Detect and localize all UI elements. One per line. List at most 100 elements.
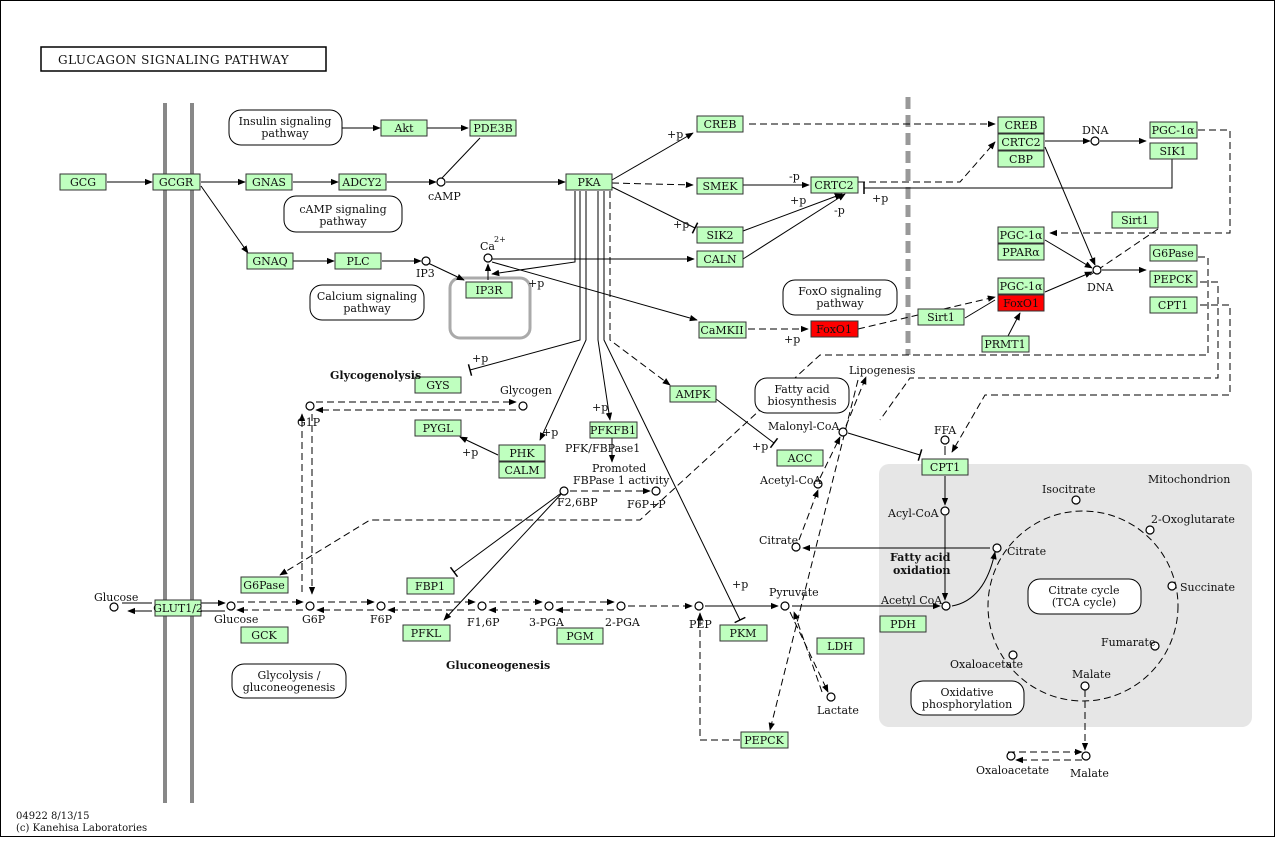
label-ip3: IP3 — [416, 267, 435, 280]
gene-fbp1[interactable]: FBP1 — [406, 577, 455, 595]
mod-ampk-acc: +p — [752, 440, 768, 453]
gene-crtc2-a[interactable]: CRTC2 — [810, 176, 859, 194]
gene-crtc2-b[interactable]: CRTC2 — [997, 133, 1045, 151]
gene-gnas[interactable]: GNAS — [245, 173, 293, 191]
gene-adcy2[interactable]: ADCY2 — [338, 173, 387, 191]
oxoglutarate-node — [1145, 525, 1155, 535]
gene-sik1[interactable]: SIK1 — [1149, 142, 1198, 160]
gene-prmt1-label: PRMT1 — [984, 338, 1025, 351]
gene-cpt1[interactable]: CPT1 — [921, 458, 969, 476]
g6p-node — [305, 601, 315, 611]
gene-creb-1[interactable]: CREB — [696, 115, 744, 133]
gene-ampk[interactable]: AMPK — [669, 385, 717, 403]
map-fatty-acid-biosynthesis[interactable]: Fatty acid biosynthesis — [754, 377, 850, 414]
label-succinate: Succinate — [1180, 581, 1235, 594]
gene-pdh[interactable]: PDH — [879, 615, 927, 633]
gene-g6pase-r[interactable]: G6Pase — [1149, 244, 1198, 262]
label-citrate-m: Citrate — [1007, 545, 1046, 558]
er-compartment — [448, 276, 532, 340]
mod-smek-crtc2: -p — [789, 170, 800, 183]
gene-smek[interactable]: SMEK — [696, 177, 744, 195]
gene-sirt1-b[interactable]: Sirt1 — [917, 308, 965, 326]
map-calcium-signaling[interactable]: Calcium signaling pathway — [309, 284, 425, 321]
map-calcium-line1: Calcium signaling — [317, 290, 417, 303]
gene-camkii[interactable]: CaMKII — [698, 321, 747, 339]
gene-prmt1[interactable]: PRMT1 — [981, 335, 1030, 353]
mod-pka-phk: +p — [542, 426, 558, 439]
malonyl-coa-node — [838, 427, 848, 437]
gene-ldh[interactable]: LDH — [816, 637, 865, 655]
gene-foxo1-b[interactable]: FoxO1 — [810, 320, 859, 338]
label-ffa: FFA — [934, 424, 957, 437]
map-oxidative-phosphorylation[interactable]: Oxidative phosphorylation — [910, 680, 1025, 716]
gene-cbp[interactable]: CBP — [997, 150, 1045, 168]
gene-ppara[interactable]: PPARα — [997, 243, 1045, 261]
f6p-node — [376, 601, 386, 611]
gene-pgc1a-b[interactable]: PGC-1α — [997, 226, 1045, 244]
gene-plc[interactable]: PLC — [334, 252, 382, 270]
label-pyruvate: Pyruvate — [769, 586, 819, 599]
map-tca-cycle[interactable]: Citrate cycle (TCA cycle) — [1027, 578, 1142, 615]
gene-gnaq[interactable]: GNAQ — [246, 252, 294, 270]
gene-acc[interactable]: ACC — [776, 449, 824, 467]
gene-gck[interactable]: GCK — [240, 626, 289, 644]
gene-creb-2[interactable]: CREB — [997, 116, 1045, 134]
gene-calm[interactable]: CALM — [498, 461, 546, 479]
gene-pgc1a-top[interactable]: PGC-1α — [1149, 121, 1198, 139]
gene-akt[interactable]: Akt — [380, 119, 428, 137]
gene-pka[interactable]: PKA — [565, 173, 613, 191]
label-g6p: G6P — [302, 613, 326, 626]
gene-pdh-label: PDH — [890, 618, 916, 631]
gene-gcgr[interactable]: GCGR — [152, 173, 201, 191]
mod-crtc2-inh: +p — [872, 192, 888, 205]
gene-sirt1-a[interactable]: Sirt1 — [1111, 211, 1159, 229]
label-f26bp: F2,6BP — [557, 496, 598, 509]
mod-pka-sik2: +p — [673, 218, 689, 231]
label-acetyl-coa-m: Acetyl CoA — [880, 594, 943, 607]
gene-pgc1a-c[interactable]: PGC-1α — [997, 277, 1045, 295]
map-camp-signaling[interactable]: cAMP signaling pathway — [283, 195, 403, 233]
gene-sik2[interactable]: SIK2 — [696, 226, 744, 244]
gene-pgm[interactable]: PGM — [556, 627, 604, 645]
gene-caln-label: CALN — [703, 253, 737, 266]
map-oxphos-line1: Oxidative — [940, 686, 993, 699]
gene-pde3b[interactable]: PDE3B — [469, 119, 517, 137]
gene-sik2-label: SIK2 — [706, 229, 733, 242]
gene-glut12-label: GLUT1/2 — [153, 602, 203, 615]
gene-gys[interactable]: GYS — [414, 376, 462, 394]
gene-gcg[interactable]: GCG — [59, 173, 107, 191]
label-lipogenesis: Lipogenesis — [849, 364, 916, 377]
gene-gnaq-label: GNAQ — [252, 255, 287, 268]
map-foxo-signaling[interactable]: FoxO signaling pathway — [782, 279, 898, 316]
map-glycolysis-line2: gluconeogenesis — [243, 681, 336, 694]
map-insulin-signaling[interactable]: Insulin signaling pathway — [228, 109, 343, 146]
gene-caln[interactable]: CALN — [696, 250, 744, 268]
gene-ip3r[interactable]: IP3R — [465, 281, 513, 299]
gene-pepck-r[interactable]: PEPCK — [1149, 270, 1198, 288]
gene-gck-label: GCK — [251, 629, 277, 642]
label-ca-sup: 2+ — [494, 235, 506, 244]
map-glycolysis[interactable]: Glycolysis / gluconeogenesis — [231, 663, 347, 699]
gene-g6pase[interactable]: G6Pase — [240, 576, 289, 594]
gene-pfkl[interactable]: PFKL — [402, 624, 451, 642]
gene-foxo1-a[interactable]: FoxO1 — [997, 294, 1045, 312]
label-pfk-fbpase1: PFK/FBPase1 — [565, 442, 640, 455]
gene-pfkfb1[interactable]: PFKFB1 — [589, 421, 638, 439]
glucose-in-node — [226, 601, 236, 611]
label-acyl-coa: Acyl-CoA — [887, 507, 940, 520]
gene-pepck[interactable]: PEPCK — [740, 731, 789, 749]
label-glycogenolysis: Glycogenolysis — [330, 369, 421, 382]
mod-caln-crtc2: -p — [834, 204, 845, 217]
label-dna-1: DNA — [1082, 124, 1109, 137]
gene-pkm[interactable]: PKM — [719, 624, 768, 642]
label-promoted: Promoted — [592, 462, 646, 475]
fumarate-node — [1150, 641, 1160, 651]
gene-pygl[interactable]: PYGL — [414, 419, 462, 437]
gene-phk[interactable]: PHK — [498, 444, 546, 462]
gene-glut12[interactable]: GLUT1/2 — [153, 599, 203, 617]
gene-cpt1-r[interactable]: CPT1 — [1149, 296, 1198, 314]
label-pga3: 3-PGA — [529, 616, 565, 629]
citrate-m-node — [992, 543, 1002, 553]
acetyl-coa-m-node — [941, 601, 951, 611]
map-foxo-line2: pathway — [816, 297, 864, 310]
